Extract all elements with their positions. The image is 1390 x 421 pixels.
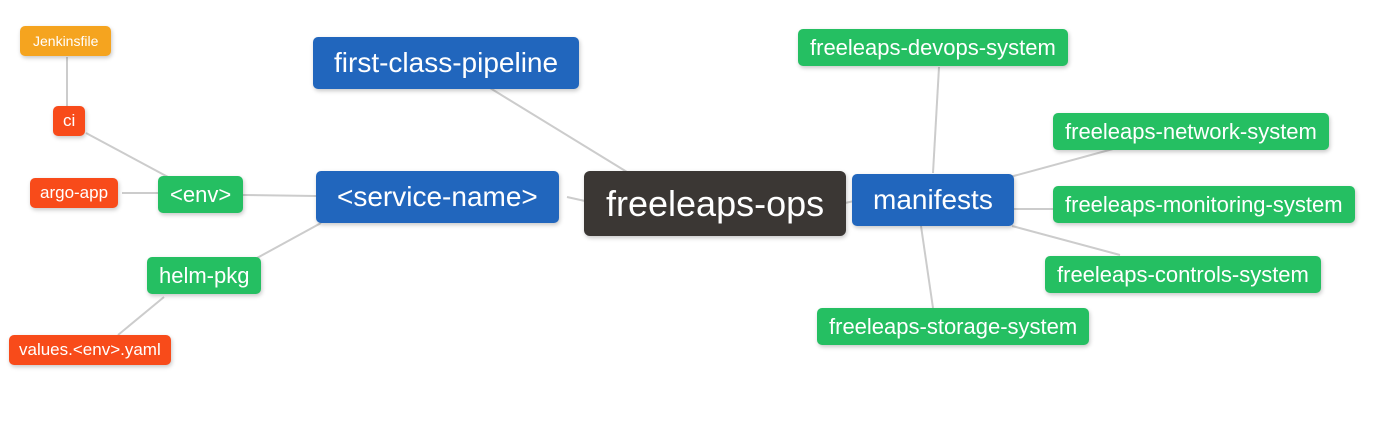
node-freeleaps-monitoring-system[interactable]: freeleaps-monitoring-system [1053, 186, 1355, 224]
node-ci[interactable]: ci [53, 106, 86, 136]
node-helm-pkg[interactable]: helm-pkg [147, 257, 262, 295]
node-first-class-pipeline[interactable]: first-class-pipeline [313, 37, 580, 90]
node-jenkinsfile[interactable]: Jenkinsfile [20, 26, 112, 57]
edge-manifests-devops [932, 66, 940, 174]
edge-helm-service [256, 222, 322, 259]
edge-pipeline-root [489, 87, 628, 173]
edge-helm-values [117, 296, 165, 336]
node-freeleaps-ops[interactable]: freeleaps-ops [584, 171, 847, 237]
edge-service-root [566, 196, 586, 202]
edge-manifests-controls [1011, 225, 1121, 256]
node-freeleaps-network-system[interactable]: freeleaps-network-system [1053, 113, 1329, 151]
node-freeleaps-controls-system[interactable]: freeleaps-controls-system [1045, 256, 1321, 294]
node-service-name[interactable]: <service-name> [316, 171, 559, 224]
node-argo-app[interactable]: argo-app [30, 178, 119, 208]
node-values-env-yaml[interactable]: values.<env>.yaml [9, 335, 171, 365]
node-freeleaps-storage-system[interactable]: freeleaps-storage-system [817, 308, 1090, 346]
edge-manifests-network [1009, 148, 1114, 178]
node-env[interactable]: <env> [158, 176, 244, 214]
edge-manifests-storage [920, 225, 934, 309]
edge-ci-env [85, 132, 169, 178]
node-manifests[interactable]: manifests [852, 174, 1014, 227]
edge-env-service [242, 194, 317, 197]
node-freeleaps-devops-system[interactable]: freeleaps-devops-system [798, 29, 1068, 67]
